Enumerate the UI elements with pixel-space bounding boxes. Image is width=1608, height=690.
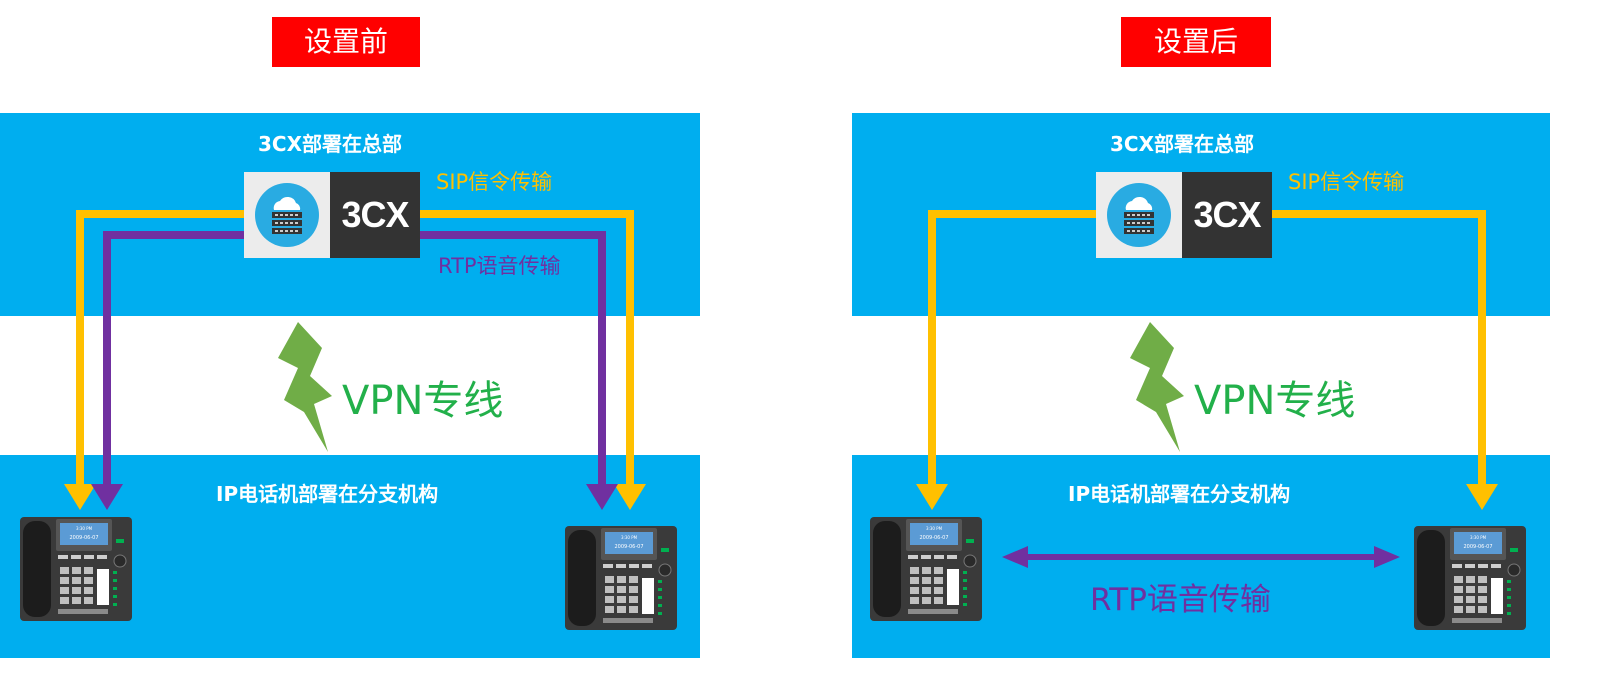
branch-title: IP电话机部署在分支机构: [216, 482, 439, 506]
sip-line-right: [420, 210, 634, 486]
sip-label: SIP信令传输: [1288, 170, 1405, 194]
phone-time: 3:30 PM: [76, 526, 93, 531]
arrow-icon: [64, 484, 96, 510]
vpn-label: VPN专线: [1194, 378, 1356, 424]
branch-title: IP电话机部署在分支机构: [1068, 482, 1291, 506]
phone-date: 2009-06-07: [69, 535, 98, 541]
arrow-icon: [1466, 484, 1498, 510]
cloud-server-icon: [255, 183, 319, 247]
lightning-bolt-icon: [278, 322, 332, 452]
sip-label: SIP信令传输: [436, 170, 553, 194]
hq-title: 3CX部署在总部: [1110, 132, 1255, 156]
flow-lines: [64, 210, 646, 510]
desk-phone-icon: 3:30 PM 2009-06-07: [1414, 526, 1526, 630]
desk-phone-icon: 3:30 PM 2009-06-07: [565, 526, 677, 630]
rtp-line-left: [103, 231, 244, 486]
panel-before: 设置前 3CX部署在总部 IP电话机部署在分支机构: [0, 0, 720, 690]
desk-phone-icon: 3:30 PM 2009-06-07: [20, 517, 132, 621]
phone-time: 3:30 PM: [621, 535, 638, 540]
arrow-icon: [91, 484, 123, 510]
rtp-label: RTP语音传输: [1090, 582, 1271, 618]
rtp-label: RTP语音传输: [438, 254, 561, 278]
lightning-bolt-icon: [1130, 322, 1184, 452]
3cx-server: 3CX: [1096, 172, 1272, 258]
phone-time: 3:30 PM: [926, 526, 943, 531]
flow-lines: [916, 210, 1498, 568]
desk-phone-icon: 3:30 PM 2009-06-07: [870, 517, 982, 621]
sip-line-left: [928, 210, 1096, 486]
sip-line-left: [76, 210, 244, 486]
panel-title: 设置前: [272, 17, 420, 67]
arrow-icon: [916, 484, 948, 510]
cloud-server-icon: [1107, 183, 1171, 247]
panel-title: 设置后: [1121, 17, 1271, 67]
vpn-label: VPN专线: [342, 378, 504, 424]
sip-line-right: [1272, 210, 1486, 486]
phone-time: 3:30 PM: [1470, 535, 1487, 540]
3cx-logo: 3CX: [341, 194, 409, 235]
phone-date: 2009-06-07: [919, 535, 948, 541]
panel-after: 设置后 3CX部署在总部 IP电话机部署在分支机构: [852, 0, 1572, 690]
3cx-logo: 3CX: [1193, 194, 1261, 235]
hq-title: 3CX部署在总部: [258, 132, 403, 156]
arrow-icon: [586, 484, 618, 510]
arrow-icon: [1002, 546, 1028, 568]
phone-date: 2009-06-07: [1463, 544, 1492, 550]
rtp-line-right: [420, 231, 606, 486]
3cx-server: 3CX: [244, 172, 420, 258]
arrow-icon: [614, 484, 646, 510]
arrow-icon: [1374, 546, 1400, 568]
phone-date: 2009-06-07: [614, 544, 643, 550]
